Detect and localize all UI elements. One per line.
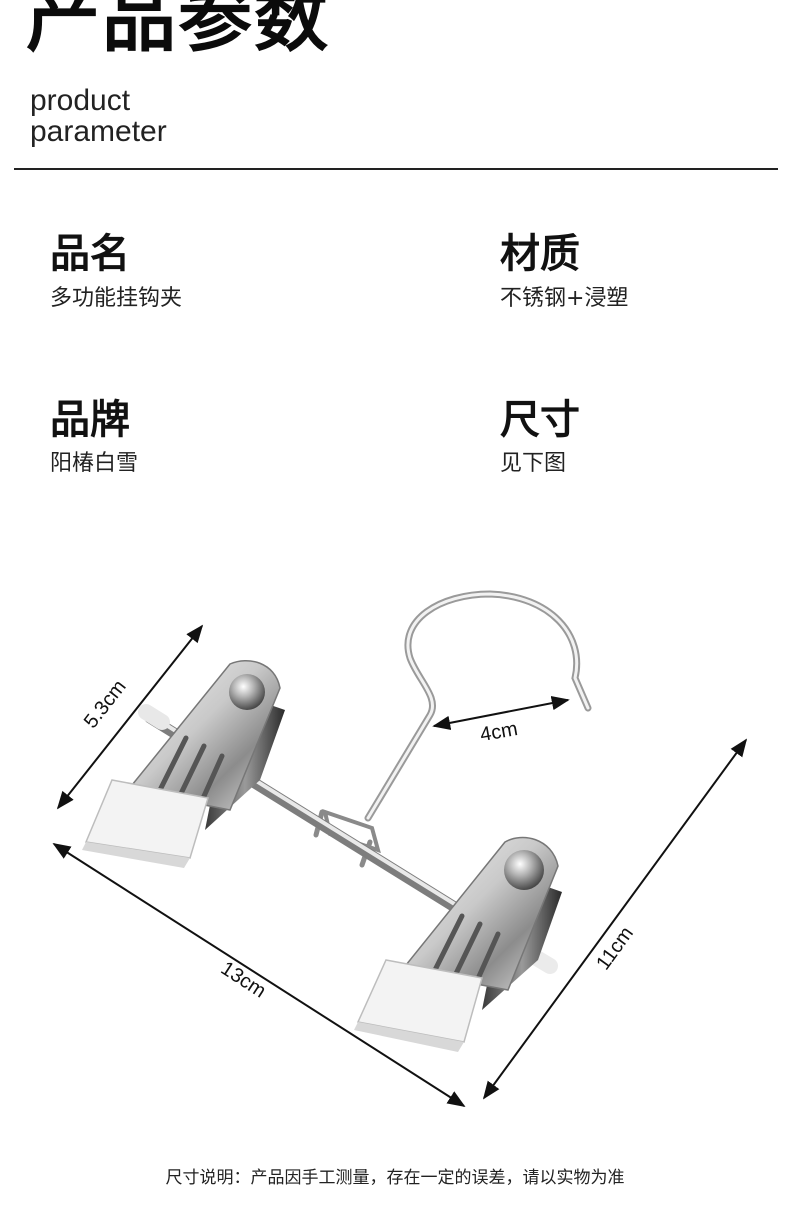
size-disclaimer: 尺寸说明：产品因手工测量，存在一定的误差，请以实物为准 (165, 1168, 625, 1188)
param-material-label: 材质 (500, 231, 580, 277)
param-brand-value: 阳椿白雪 (50, 451, 139, 476)
subtitle-product: product (30, 84, 131, 117)
dim-overall-height: 11cm (592, 923, 638, 974)
param-size-label: 尺寸 (500, 397, 580, 443)
hook (313, 590, 592, 868)
param-material-value: 不锈钢+浸塑 (500, 286, 629, 311)
page-title: 产品参数 (26, 0, 330, 62)
dim-clip-height: 5.3cm (80, 676, 131, 732)
param-name-value: 多功能挂钩夹 (50, 286, 183, 311)
dim-hook-width: 4cm (478, 718, 519, 746)
subtitle-parameter: parameter (30, 115, 167, 148)
param-size-value: 见下图 (500, 451, 567, 476)
param-brand-label: 品牌 (50, 397, 130, 443)
header-divider (14, 168, 778, 170)
param-name-label: 品名 (50, 231, 130, 277)
product-dimension-diagram: 5.3cm 4cm 13cm 11cm (52, 590, 748, 1107)
